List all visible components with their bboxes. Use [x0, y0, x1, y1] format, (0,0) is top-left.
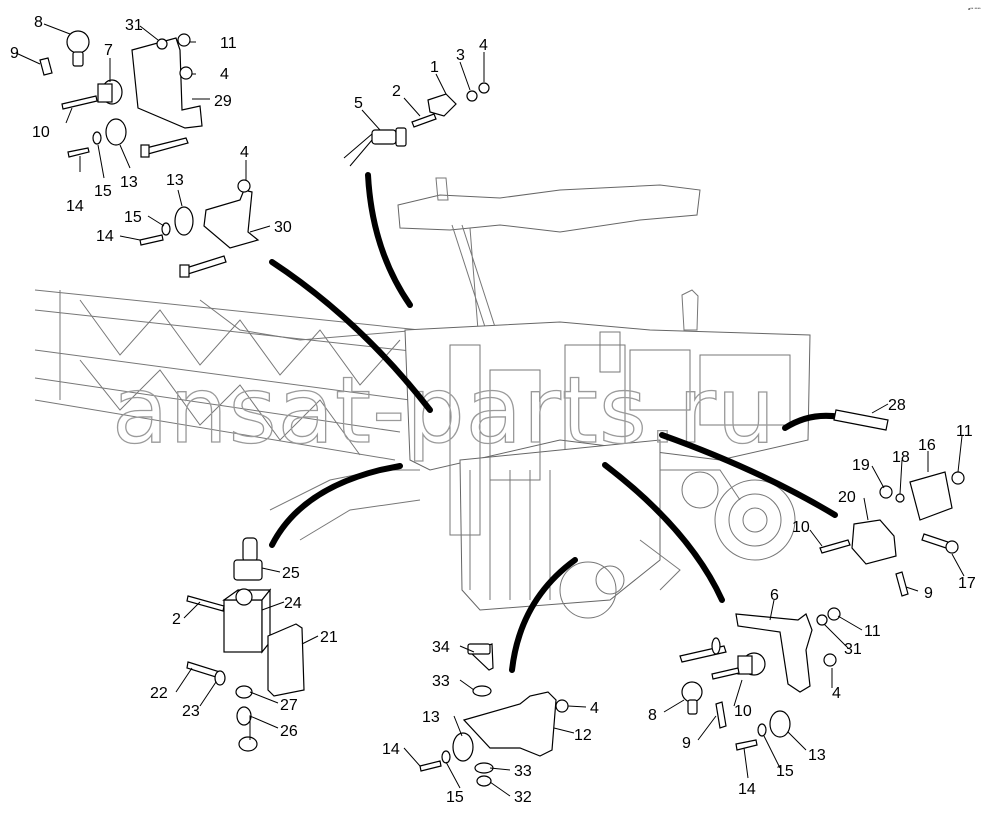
callout-22: 22	[150, 685, 168, 702]
callout-13c: 13	[422, 709, 440, 726]
callout-9: 9	[10, 45, 19, 62]
callout-6: 6	[770, 587, 779, 604]
callout-34: 34	[432, 639, 450, 656]
group-sensor	[343, 52, 490, 167]
callout-4e: 4	[832, 685, 841, 702]
callout-33b: 33	[514, 763, 532, 780]
callout-24: 24	[284, 595, 302, 612]
callout-11: 11	[220, 35, 237, 52]
callout-2: 2	[392, 83, 401, 100]
callout-14: 14	[66, 198, 84, 215]
group-bracket-6	[663, 599, 863, 779]
callout-21: 21	[320, 629, 338, 646]
callout-15: 15	[94, 183, 112, 200]
detail-link-arcs	[269, 172, 843, 673]
callout-25: 25	[282, 565, 300, 582]
callout-11c: 11	[864, 623, 881, 640]
callout-14b: 14	[96, 228, 114, 245]
callout-11b: 11	[956, 423, 973, 440]
callout-18: 18	[892, 449, 910, 466]
callout-29: 29	[214, 93, 232, 110]
callout-31b: 31	[844, 641, 862, 658]
callout-9c: 9	[682, 735, 691, 752]
callout-13d: 13	[808, 747, 826, 764]
callout-14c: 14	[382, 741, 400, 758]
callout-12: 12	[574, 727, 592, 744]
callout-30: 30	[274, 219, 292, 236]
callout-17: 17	[958, 575, 976, 592]
callout-2b: 2	[172, 611, 181, 628]
callout-19: 19	[852, 457, 870, 474]
group-bracket-12	[403, 643, 587, 797]
callout-28: 28	[888, 397, 906, 414]
callout-3: 3	[456, 47, 465, 64]
callout-15b: 15	[124, 209, 142, 226]
group-switch	[175, 537, 319, 752]
callout-32: 32	[514, 789, 532, 806]
callout-33: 33	[432, 673, 450, 690]
callout-8: 8	[34, 14, 43, 31]
callout-10c: 10	[734, 703, 752, 720]
callout-1: 1	[430, 59, 439, 76]
callout-27: 27	[280, 697, 298, 714]
callout-26: 26	[280, 723, 298, 740]
watermark: ansat-parts.ru	[112, 357, 776, 464]
callout-5: 5	[354, 95, 363, 112]
callout-14d: 14	[738, 781, 756, 798]
callout-15d: 15	[776, 763, 794, 780]
callout-31: 31	[125, 17, 143, 34]
callout-16: 16	[918, 437, 936, 454]
callout-20: 20	[838, 489, 856, 506]
callout-labels: 8 9 7 31 11 4 29 10 13 15 14 4 13 15 14 …	[10, 14, 976, 806]
callout-9b: 9	[924, 585, 933, 602]
callout-4c: 4	[479, 37, 488, 54]
group-bracket-30	[119, 160, 271, 278]
callout-8b: 8	[648, 707, 657, 724]
corner-mark: a** ****	[968, 6, 981, 11]
callout-4b: 4	[240, 144, 249, 161]
group-right-lamp	[809, 403, 965, 597]
callout-4: 4	[220, 66, 229, 83]
callout-15c: 15	[446, 789, 464, 806]
callout-13: 13	[120, 174, 138, 191]
callout-23: 23	[182, 703, 200, 720]
callout-10b: 10	[792, 519, 810, 536]
callout-7: 7	[104, 42, 113, 59]
callout-13b: 13	[166, 172, 184, 189]
group-top-left-lamp	[15, 23, 210, 179]
callout-4d: 4	[590, 700, 599, 717]
callout-10: 10	[32, 124, 50, 141]
machine-drawing	[34, 177, 811, 619]
